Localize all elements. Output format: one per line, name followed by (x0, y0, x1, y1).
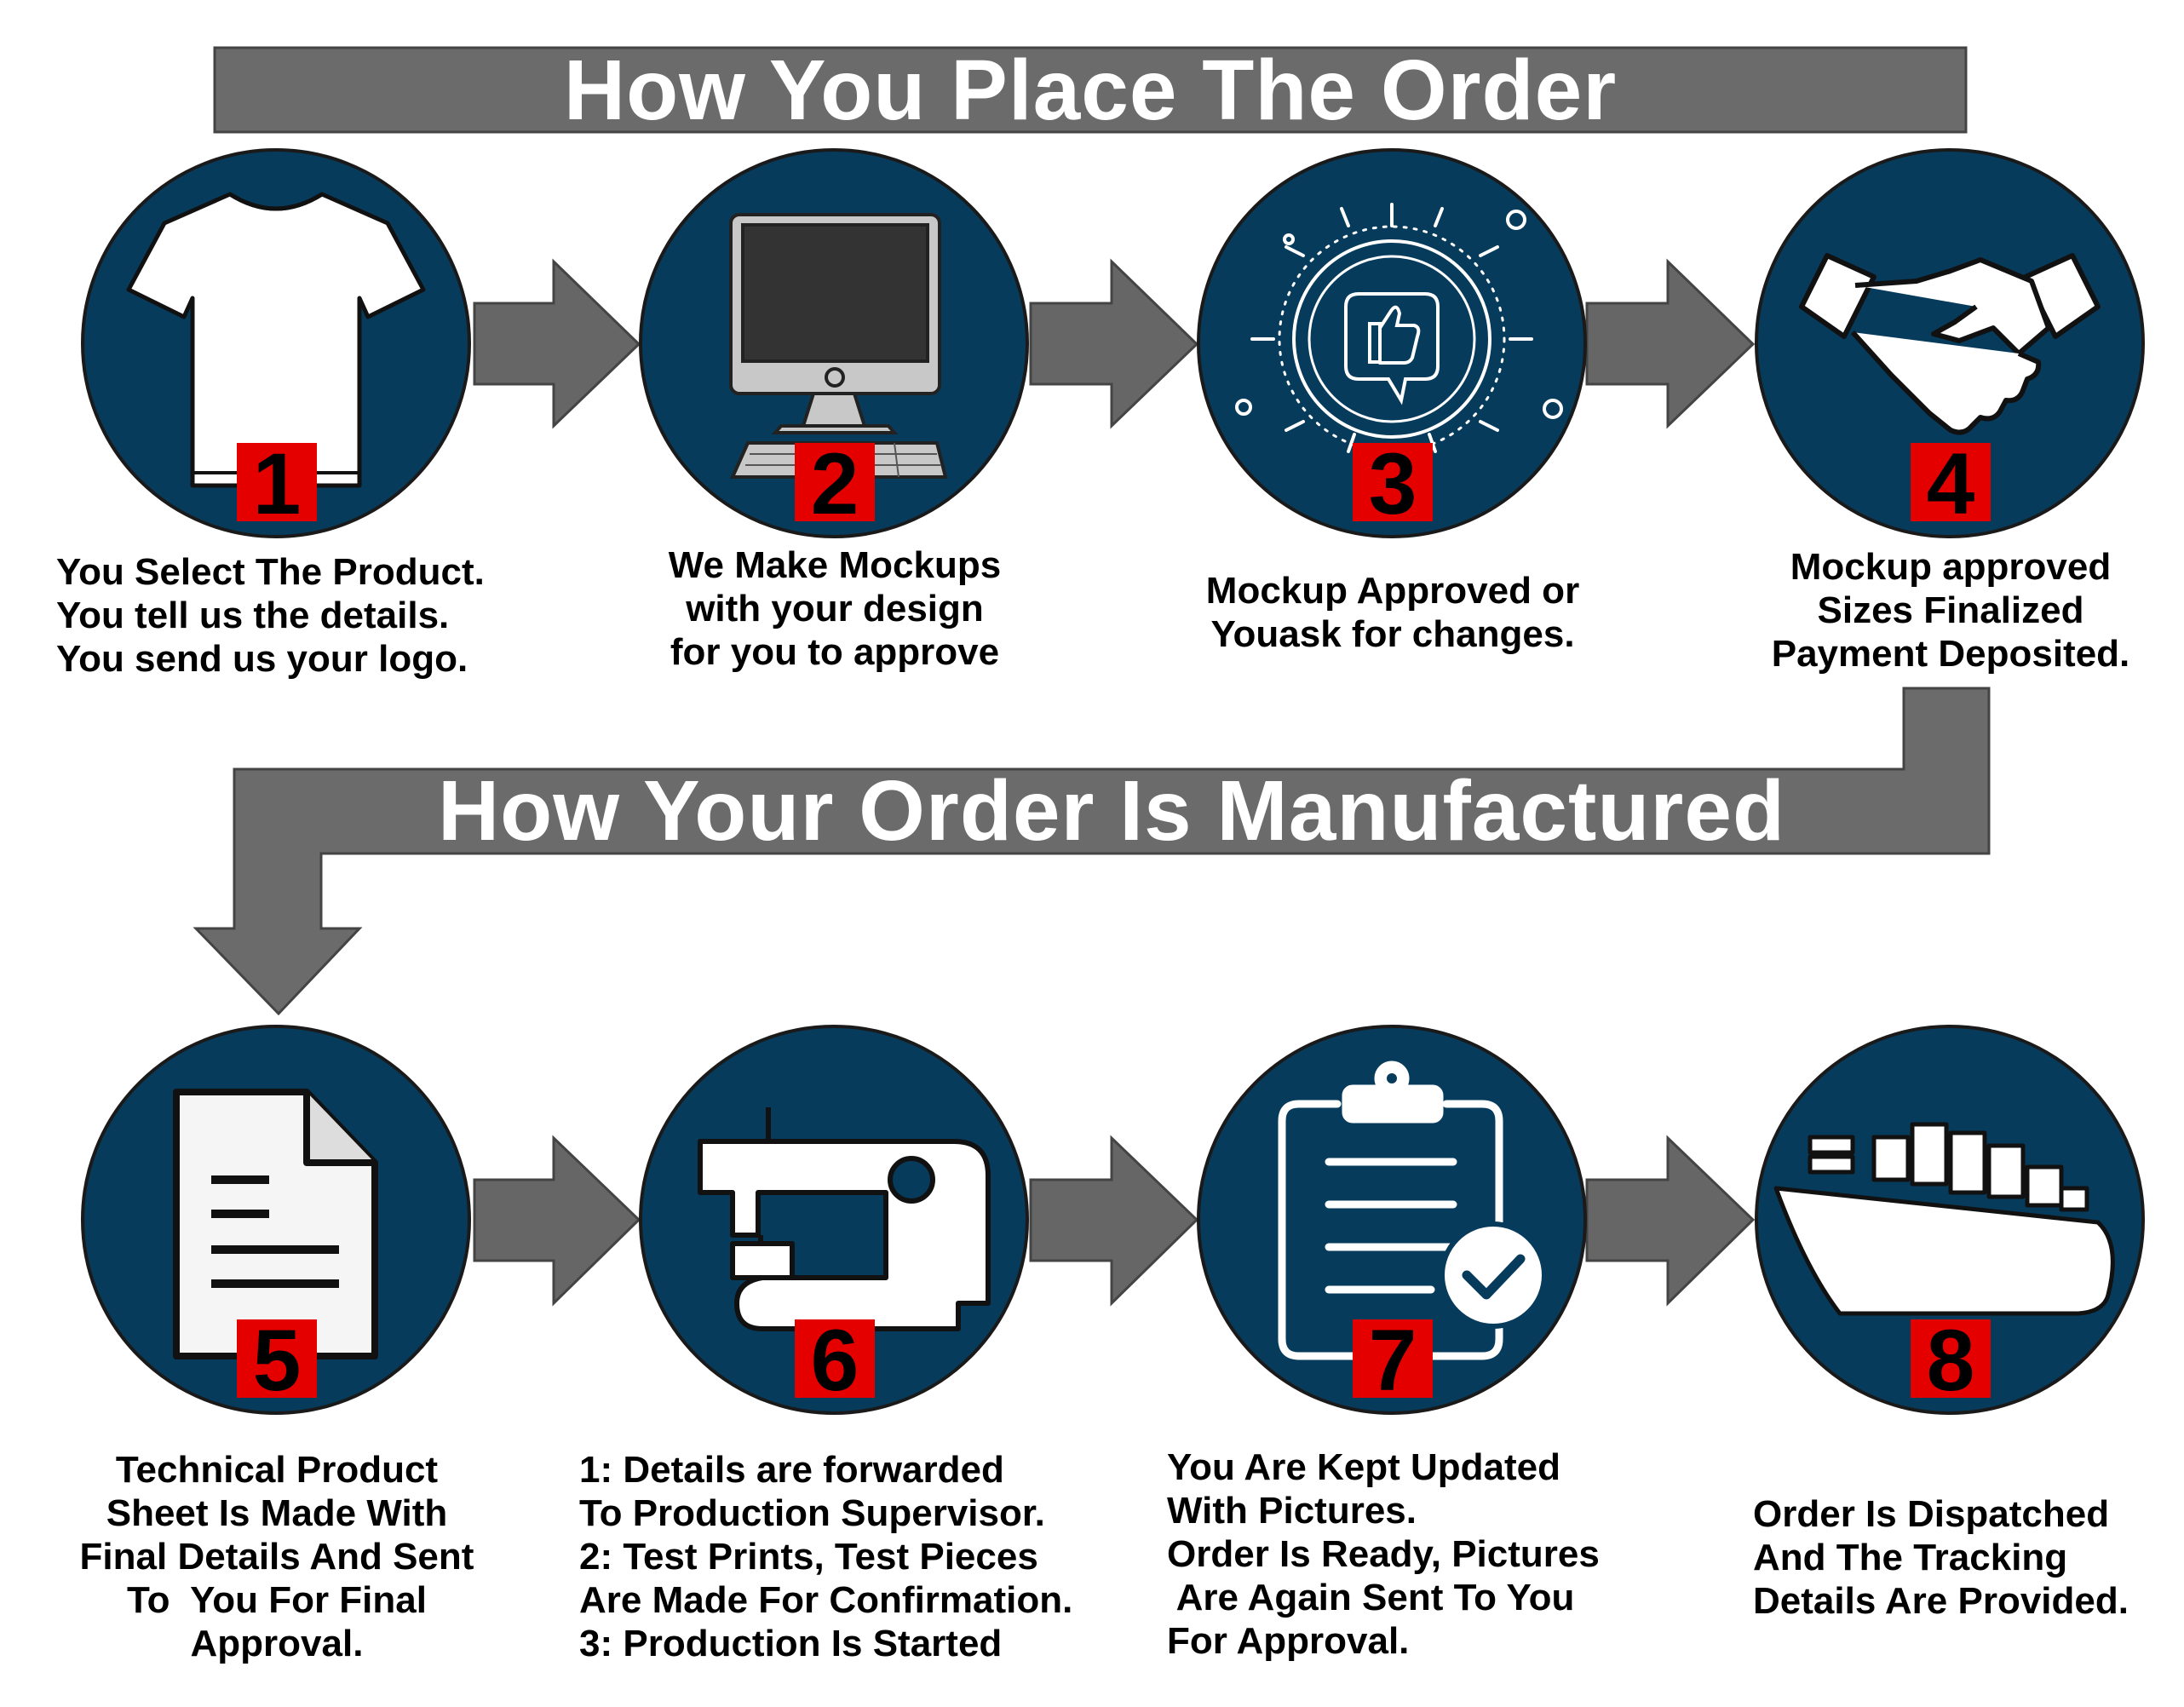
step-2-line-3: for you to approve (647, 630, 1022, 674)
step-6-description: 1: Details are forwarded To Production S… (579, 1448, 1072, 1665)
step-8-number: 8 (1927, 1312, 1975, 1409)
step-1-description: You Select The Product. You tell us the … (56, 550, 485, 681)
step-4-line-1: Mockup approved (1733, 545, 2168, 589)
step-5-line-3: Final Details And Sent (51, 1535, 503, 1578)
step-5-line-1: Technical Product (51, 1448, 503, 1491)
arrow-3-4 (1587, 262, 1753, 426)
step-5-line-4: To You For Final (51, 1578, 503, 1622)
step-4-line-3: Payment Deposited. (1733, 632, 2168, 675)
arrow-1-2 (474, 262, 639, 426)
step-5-line-5: Approval. (51, 1622, 503, 1665)
step-4-description: Mockup approved Sizes Finalized Payment … (1733, 545, 2168, 675)
step-8-line-3: Details Are Provided. (1753, 1579, 2129, 1623)
step-6-line-5: 3: Production Is Started (579, 1622, 1072, 1665)
step-7-line-3: Order Is Ready, Pictures (1167, 1532, 1600, 1576)
step-5-description: Technical Product Sheet Is Made With Fin… (51, 1448, 503, 1665)
step-1-line-2: You tell us the details. (56, 594, 485, 637)
arrow-6-7 (1031, 1138, 1197, 1303)
top-section-title: How You Place The Order (215, 44, 1966, 136)
step-3-line-1: Mockup Approved or (1184, 569, 1601, 612)
step-7-number: 7 (1369, 1312, 1417, 1409)
step-3-line-2: Youask for changes. (1184, 612, 1601, 656)
step-7-line-5: For Approval. (1167, 1619, 1600, 1663)
step-2-line-2: with your design (647, 587, 1022, 630)
step-6-line-1: 1: Details are forwarded (579, 1448, 1072, 1491)
step-8-line-2: And The Tracking (1753, 1536, 2129, 1579)
bottom-section-title: How Your Order Is Manufactured (234, 765, 1989, 857)
step-2-number: 2 (811, 435, 859, 532)
step-7-line-2: With Pictures. (1167, 1489, 1600, 1532)
step-8-line-1: Order Is Dispatched (1753, 1492, 2129, 1536)
step-4-number: 4 (1927, 435, 1975, 532)
step-7-description: You Are Kept Updated With Pictures. Orde… (1167, 1445, 1600, 1663)
step-8-description: Order Is Dispatched And The Tracking Det… (1753, 1492, 2129, 1623)
step-6-line-2: To Production Supervisor. (579, 1491, 1072, 1535)
step-5-number: 5 (253, 1312, 302, 1409)
step-6-line-3: 2: Test Prints, Test Pieces (579, 1535, 1072, 1578)
step-1-line-3: You send us your logo. (56, 637, 485, 681)
step-5-line-2: Sheet Is Made With (51, 1491, 503, 1535)
arrow-5-6 (474, 1138, 639, 1303)
step-1-number: 1 (253, 435, 302, 532)
step-4-line-2: Sizes Finalized (1733, 589, 2168, 632)
arrow-7-8 (1587, 1138, 1753, 1303)
step-3-number: 3 (1369, 435, 1417, 532)
arrow-2-3 (1031, 262, 1197, 426)
step-3-description: Mockup Approved or Youask for changes. (1184, 569, 1601, 656)
step-7-line-4: Are Again Sent To You (1167, 1576, 1600, 1619)
step-6-line-4: Are Made For Confirmation. (579, 1578, 1072, 1622)
step-1-line-1: You Select The Product. (56, 550, 485, 594)
step-6-number: 6 (811, 1312, 859, 1409)
step-2-line-1: We Make Mockups (647, 543, 1022, 587)
step-7-line-1: You Are Kept Updated (1167, 1445, 1600, 1489)
step-2-description: We Make Mockups with your design for you… (647, 543, 1022, 674)
